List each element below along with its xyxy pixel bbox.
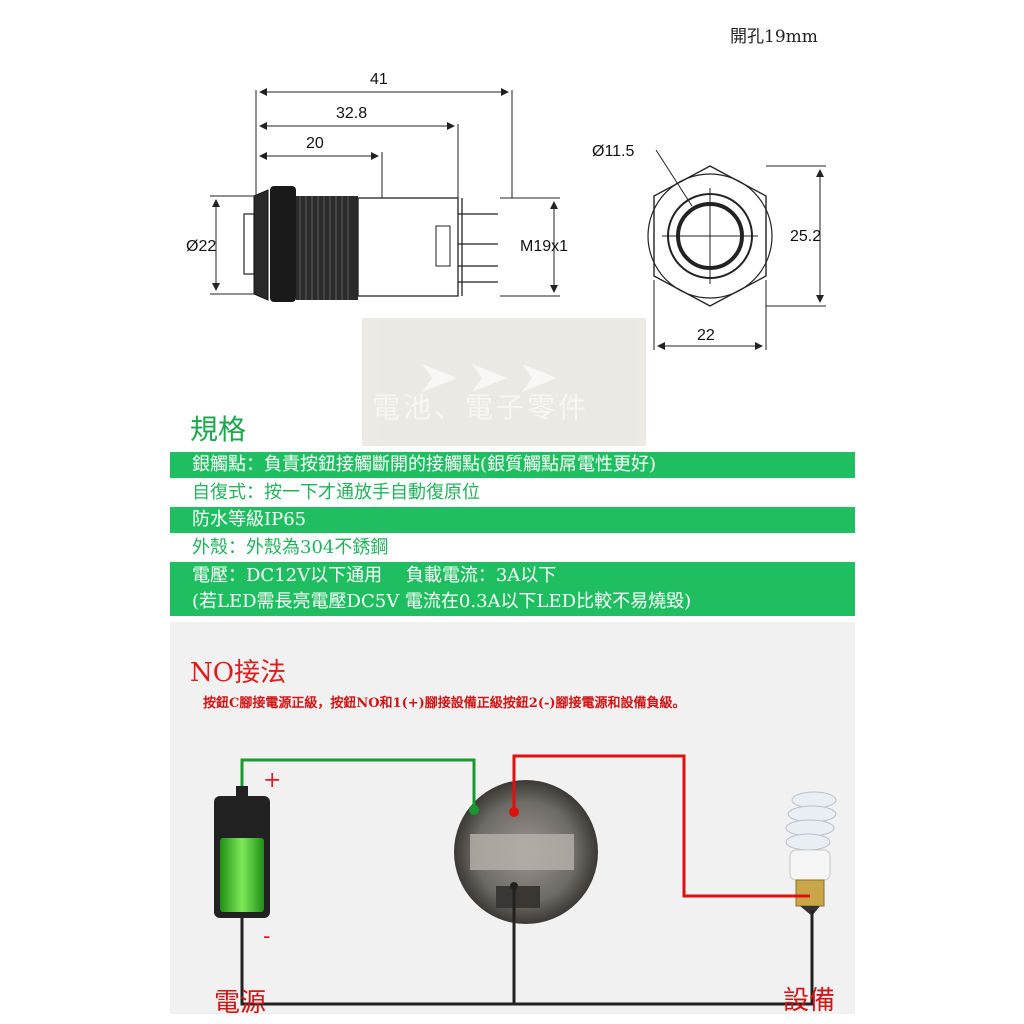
dim-thread: M19x1 (520, 238, 568, 255)
watermark-arrows (422, 364, 557, 392)
spec-row-housing: 外殼：外殼為304不銹鋼 (170, 535, 855, 561)
mounting-hole-note: 開孔19mm (730, 27, 818, 47)
dim-length-short: 20 (306, 135, 324, 152)
dim-length-total: 41 (370, 71, 388, 88)
spec-title: 規格 (190, 413, 247, 446)
button-head (253, 189, 269, 301)
power-source-label: 電源 (214, 988, 267, 1018)
spec-row-waterproof: 防水等級IP65 (170, 507, 855, 533)
spec-row-led-note: (若LED需長亮電壓DC5V 電流在0.3A以下LED比較不易燒毀) (192, 591, 692, 612)
switch-housing (357, 197, 459, 297)
negative-sign: - (263, 924, 271, 949)
dim-length-mid: 32.8 (336, 105, 367, 122)
wire-negative-common (240, 910, 814, 1006)
wiring-title: NO接法 (190, 658, 287, 688)
watermark-text: 電池、電子零件 (372, 391, 590, 424)
spec-row-reset: 自復式：按一下才通放手自動復原位 (170, 480, 855, 506)
dim-ring-diameter: Ø11.5 (592, 143, 635, 160)
spec-row-voltage: 電壓：DC12V以下通用 負載電流：3A以下 (192, 565, 557, 586)
battery-terminal (236, 786, 248, 796)
housing-label (435, 225, 451, 267)
dim-hex-height: 25.2 (790, 228, 821, 245)
positive-sign: + (263, 768, 282, 793)
spec-row-electrical: 電壓：DC12V以下通用 負載電流：3A以下 (若LED需長亮電壓DC5V 電流… (170, 562, 855, 616)
dimension-drawing: 41 32.8 20 Ø22 M19x1 Ø11.5 25.2 22 (186, 71, 826, 350)
dim-head-diameter: Ø22 (186, 238, 216, 255)
dim-hex-width: 22 (697, 327, 715, 344)
spec-row-contact: 銀觸點：負責按鈕接觸斷開的接觸點(銀質觸點屌電性更好) (170, 452, 855, 478)
outer-ring (647, 173, 773, 299)
hex-nut (270, 186, 296, 302)
battery-charge (220, 838, 264, 912)
wire-positive-to-c (240, 758, 476, 808)
wiring-description: 按鈕C腳接電源正級，按鈕NO和1(+)腳接設備正級按鈕2(-)腳接電源和設備負級… (203, 696, 686, 711)
watermark-panel (362, 318, 646, 446)
wire-no-to-device (512, 754, 810, 898)
light-bulb-icon (785, 791, 837, 916)
device-label: 設備 (783, 986, 836, 1016)
